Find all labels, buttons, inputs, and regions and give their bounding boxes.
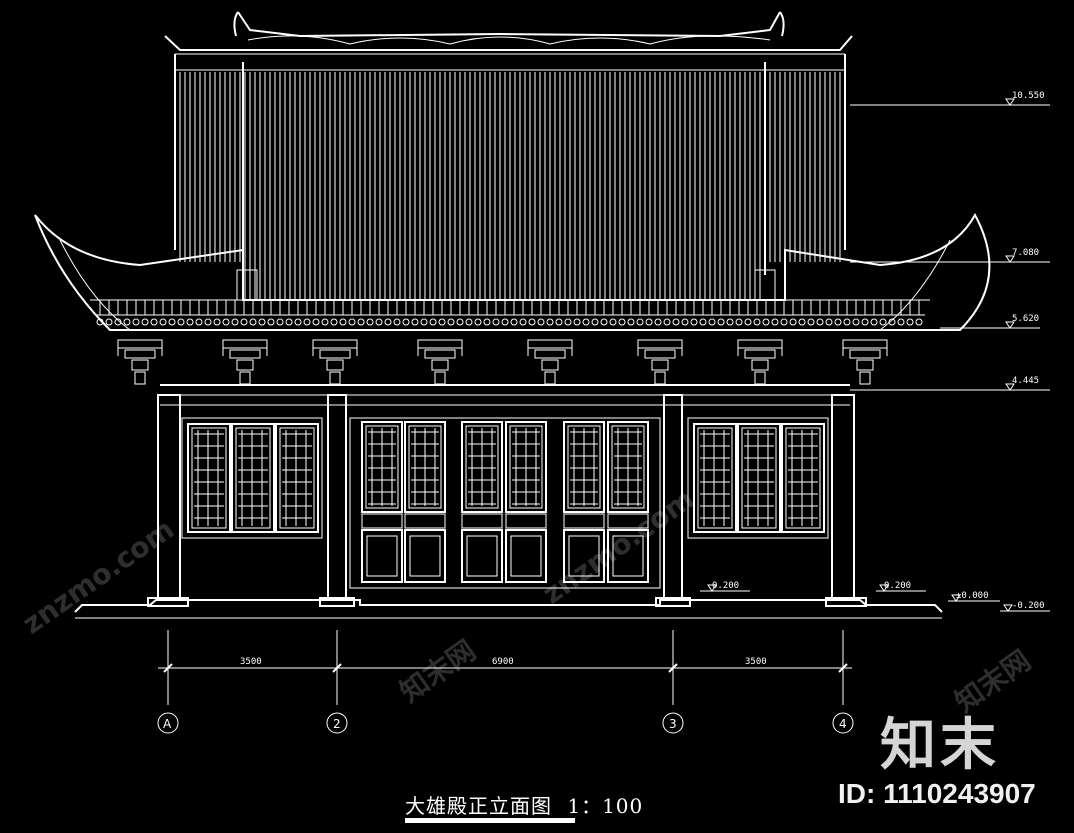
axis-bubble: 2 bbox=[326, 712, 348, 734]
elevation-label: 5.620 bbox=[1012, 314, 1039, 324]
watermark-logo: 知末 bbox=[880, 713, 1000, 778]
elevation-marker: 0.200 bbox=[876, 581, 926, 592]
axis-label: 2 bbox=[333, 717, 341, 731]
elevation-marker: -0.200 bbox=[1000, 601, 1050, 612]
elevation-marker: 5.620 bbox=[940, 314, 1040, 329]
elevation-label: 0.200 bbox=[884, 581, 911, 591]
elevation-marker: 7.080 bbox=[850, 248, 1050, 263]
axis-bubble: A bbox=[157, 712, 179, 734]
bracket-sets bbox=[117, 339, 888, 385]
dimension-label: 6900 bbox=[492, 657, 514, 667]
elevation-marker: 0.200 bbox=[700, 581, 750, 592]
roof-ridge bbox=[164, 11, 853, 71]
facade-panels bbox=[181, 417, 829, 589]
drawing-title-block: 大雄殿正立面图 1：100 bbox=[405, 790, 643, 819]
lower-eaves bbox=[34, 212, 991, 331]
elevation-label: ±0.000 bbox=[956, 591, 989, 601]
drawing-scale: 1：100 bbox=[567, 794, 644, 818]
elevation-label: 10.550 bbox=[1012, 91, 1045, 101]
eave-beam bbox=[160, 384, 850, 406]
elevation-marker: ±0.000 bbox=[948, 591, 1000, 602]
elevation-label: 0.200 bbox=[712, 581, 739, 591]
axis-bubble: 4 bbox=[832, 712, 854, 734]
title-underline bbox=[405, 818, 575, 823]
elevation-label: 4.445 bbox=[1012, 376, 1039, 386]
dimension-chain: 3500 6900 3500 bbox=[158, 630, 852, 705]
elevation-marker: 4.445 bbox=[850, 376, 1050, 391]
axis-label: 4 bbox=[839, 717, 847, 731]
upper-roof bbox=[174, 54, 846, 300]
elevation-label: 7.080 bbox=[1012, 248, 1039, 258]
dimension-label: 3500 bbox=[745, 657, 767, 667]
axis-bubble: 3 bbox=[662, 712, 684, 734]
drawing-title: 大雄殿正立面图 bbox=[405, 794, 552, 818]
elevation-label: -0.200 bbox=[1012, 601, 1045, 611]
watermark-id: ID: 1110243907 bbox=[838, 778, 1036, 809]
axis-label: 3 bbox=[669, 717, 677, 731]
ground-line bbox=[74, 597, 943, 619]
dimension-label: 3500 bbox=[240, 657, 262, 667]
elevation-markers: 10.550 7.080 5.620 4.445 0.200 0.200 bbox=[700, 91, 1050, 612]
axis-markers: A 2 3 4 bbox=[157, 712, 854, 734]
elevation-marker: 10.550 bbox=[850, 91, 1050, 106]
axis-label: A bbox=[163, 717, 172, 731]
